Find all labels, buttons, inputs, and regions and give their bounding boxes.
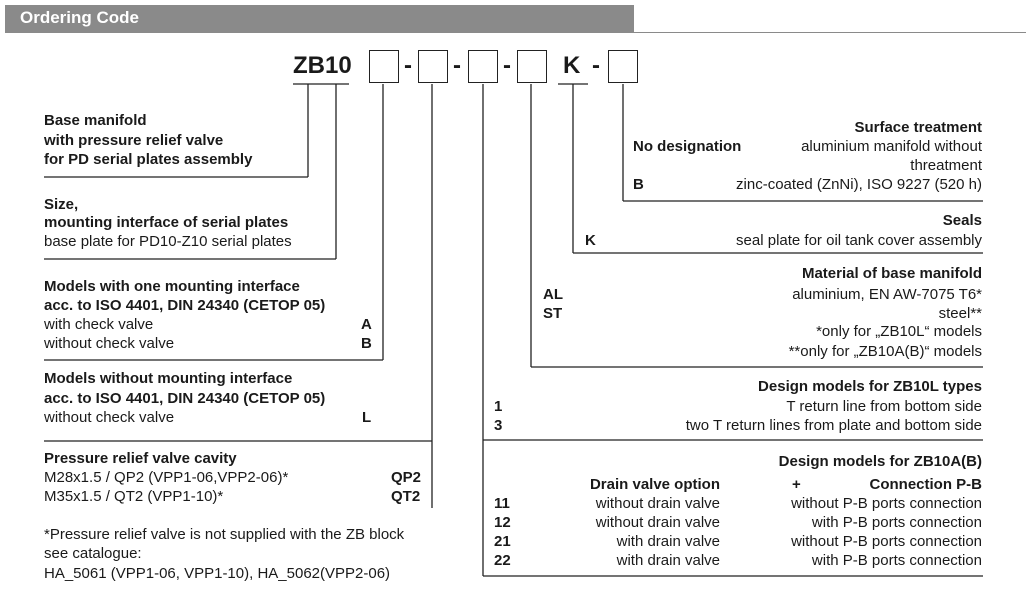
l-types-code: 1 <box>494 398 503 415</box>
seals-title: Seals <box>942 212 982 229</box>
code-separator: - <box>592 52 600 79</box>
code-separator: - <box>453 52 461 79</box>
ab-row-code: 21 <box>494 533 511 550</box>
code-box-1 <box>369 50 399 83</box>
ab-row-drain: with drain valve <box>616 552 720 569</box>
l-types-desc: two T return lines from plate and bottom… <box>685 417 982 434</box>
seals-desc: seal plate for oil tank cover assembly <box>736 232 982 249</box>
size-desc: base plate for PD10-Z10 serial plates <box>44 233 292 250</box>
l-types-code: 3 <box>494 417 503 434</box>
code-separator: - <box>503 52 511 79</box>
ab-row-code: 22 <box>494 552 511 569</box>
header-bar <box>5 5 634 33</box>
cavity-item-label: M28x1.5 / QP2 (VPP1-06,VPP2-06)* <box>44 469 289 486</box>
ab-row-conn: without P-B ports connection <box>791 533 982 550</box>
surface-title: Surface treatment <box>854 119 982 136</box>
l-types-desc: T return line from bottom side <box>786 398 982 415</box>
ab-col-drain-header: Drain valve option <box>589 476 720 493</box>
seals-code: K <box>585 232 596 249</box>
surface-nodes-label: No designation <box>633 138 742 155</box>
material-al-code: AL <box>543 286 563 303</box>
base-title-line-1: Base manifold <box>44 112 147 129</box>
footnote-line-1: *Pressure relief valve is not supplied w… <box>44 526 405 543</box>
code-box-2 <box>418 50 448 83</box>
l-types-title: Design models for ZB10L types <box>758 378 982 395</box>
surface-b-code: B <box>633 176 644 193</box>
no-iface-title-2: acc. to ISO 4401, DIN 24340 (CETOP 05) <box>44 390 326 407</box>
ab-col-conn-header: Connection P-B <box>869 476 983 493</box>
size-title-2: mounting interface of serial plates <box>44 214 289 231</box>
surface-nodes-desc-1: aluminium manifold without <box>801 138 982 155</box>
ab-row-drain: without drain valve <box>595 495 720 512</box>
material-note-1: *only for „ZB10L“ models <box>816 323 982 340</box>
cavity-item-code: QT2 <box>391 488 421 505</box>
one-iface-title-1: Models with one mounting interface <box>44 278 300 295</box>
one-iface-item-label: without check valve <box>44 335 175 352</box>
no-iface-item-code: L <box>362 409 372 426</box>
ab-row-drain: without drain valve <box>595 514 720 531</box>
footnote-line-2: see catalogue: <box>44 545 142 562</box>
code-box-5 <box>608 50 638 83</box>
ab-row-conn: without P-B ports connection <box>791 495 982 512</box>
one-iface-item-code: A <box>361 316 372 333</box>
material-st-desc: steel** <box>938 305 982 322</box>
cavity-item-code: QP2 <box>391 469 422 486</box>
footnote-line-3: HA_5061 (VPP1-06, VPP1-10), HA_5062(VPP2… <box>44 565 391 582</box>
surface-nodes-desc-2: threatment <box>910 157 982 174</box>
ab-row-drain: with drain valve <box>616 533 720 550</box>
ab-types-title: Design models for ZB10A(B) <box>778 453 982 470</box>
cavity-item-label: M35x1.5 / QT2 (VPP1-10)* <box>44 488 224 505</box>
cavity-title: Pressure relief valve cavity <box>44 450 237 467</box>
ab-row-conn: with P-B ports connection <box>811 552 982 569</box>
code-box-3 <box>468 50 498 83</box>
section-title: Ordering Code <box>20 8 140 27</box>
code-fixed-k: K <box>563 52 581 79</box>
one-iface-item-code: B <box>361 335 372 352</box>
code-separator: - <box>404 52 412 79</box>
code-prefix: ZB10 <box>293 52 352 79</box>
material-note-2: **only for „ZB10A(B)“ models <box>788 343 982 360</box>
one-iface-title-2: acc. to ISO 4401, DIN 24340 (CETOP 05) <box>44 297 326 314</box>
surface-b-desc: zinc-coated (ZnNi), ISO 9227 (520 h) <box>736 176 982 193</box>
one-iface-item-label: with check valve <box>44 316 154 333</box>
no-iface-title-1: Models without mounting interface <box>44 370 293 387</box>
ab-row-code: 12 <box>494 514 511 531</box>
ab-row-code: 11 <box>494 495 510 512</box>
ab-row-conn: with P-B ports connection <box>811 514 982 531</box>
size-title-1: Size, <box>44 196 79 213</box>
ab-plus: + <box>792 476 801 493</box>
base-title-line-2: with pressure relief valve <box>44 132 224 149</box>
material-title: Material of base manifold <box>801 265 982 282</box>
material-al-desc: aluminium, EN AW-7075 T6* <box>792 286 982 303</box>
code-box-4 <box>517 50 547 83</box>
base-title-line-3: for PD serial plates assembly <box>44 151 253 168</box>
material-st-code: ST <box>543 305 563 322</box>
header-rule <box>634 32 1026 33</box>
no-iface-item-label: without check valve <box>44 409 175 426</box>
